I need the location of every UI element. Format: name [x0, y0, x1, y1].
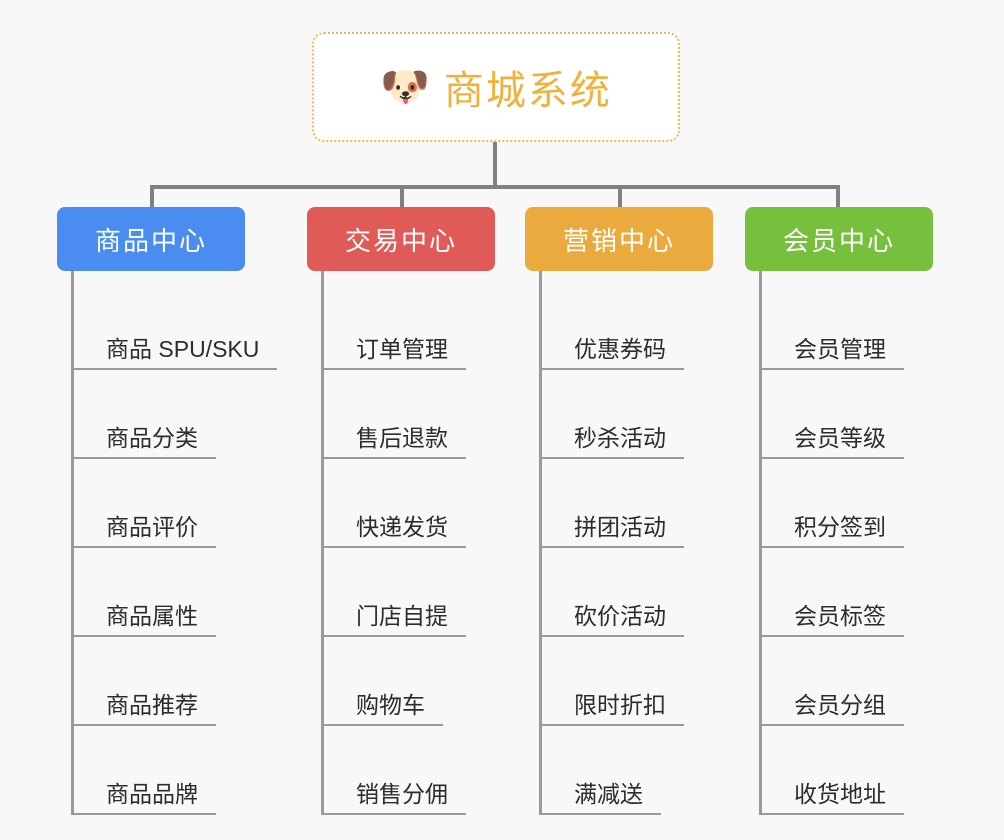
list-item[interactable]: 商品 SPU/SKU [74, 281, 278, 370]
leaf-list-trade: 订单管理 售后退款 快递发货 门店自提 购物车 销售分佣 [321, 271, 495, 815]
leaf-label: 门店自提 [324, 603, 466, 637]
list-item[interactable]: 拼团活动 [542, 459, 713, 548]
list-item[interactable]: 门店自提 [324, 548, 495, 637]
connector-drop-1 [150, 185, 154, 207]
list-item[interactable]: 售后退款 [324, 370, 495, 459]
leaf-label: 商品 SPU/SKU [74, 336, 278, 370]
list-item[interactable]: 会员标签 [762, 548, 933, 637]
category-header-label: 商品中心 [94, 225, 207, 256]
list-item[interactable]: 商品属性 [74, 548, 245, 637]
list-item[interactable]: 订单管理 [324, 281, 495, 370]
category-header-label: 营销中心 [562, 225, 675, 256]
leaf-label: 快递发货 [324, 514, 466, 548]
list-item[interactable]: 优惠券码 [542, 281, 713, 370]
list-item[interactable]: 快递发货 [324, 459, 495, 548]
category-header-marketing[interactable]: 营销中心 [525, 207, 713, 271]
connector-drop-4 [836, 185, 840, 207]
leaf-label: 限时折扣 [542, 692, 684, 726]
leaf-label: 订单管理 [324, 336, 466, 370]
leaf-list-member: 会员管理 会员等级 积分签到 会员标签 会员分组 收货地址 [759, 271, 933, 815]
leaf-label: 收货地址 [762, 781, 904, 815]
list-item[interactable]: 购物车 [324, 637, 495, 726]
leaf-label: 满减送 [542, 781, 661, 815]
root-node-title: 商城系统 [443, 69, 612, 113]
list-item[interactable]: 收货地址 [762, 726, 933, 815]
leaf-label: 会员标签 [762, 603, 904, 637]
category-column-trade: 交易中心 订单管理 售后退款 快递发货 门店自提 购物车 销售分佣 [307, 207, 495, 815]
connector-root-stem [493, 142, 497, 187]
list-item[interactable]: 积分签到 [762, 459, 933, 548]
list-item[interactable]: 限时折扣 [542, 637, 713, 726]
list-item[interactable]: 满减送 [542, 726, 713, 815]
category-header-label: 交易中心 [344, 225, 457, 256]
category-column-marketing: 营销中心 优惠券码 秒杀活动 拼团活动 砍价活动 限时折扣 满减送 [525, 207, 713, 815]
list-item[interactable]: 会员管理 [762, 281, 933, 370]
leaf-label: 会员等级 [762, 425, 904, 459]
leaf-label: 商品推荐 [74, 692, 216, 726]
root-node-mall-system[interactable]: 🐶 商城系统 [312, 32, 680, 142]
leaf-label: 秒杀活动 [542, 425, 684, 459]
category-column-member: 会员中心 会员管理 会员等级 积分签到 会员标签 会员分组 收货地址 [745, 207, 933, 815]
leaf-label: 商品分类 [74, 425, 216, 459]
leaf-label: 拼团活动 [542, 514, 684, 548]
leaf-label: 商品评价 [74, 514, 216, 548]
list-item[interactable]: 会员分组 [762, 637, 933, 726]
leaf-list-product: 商品 SPU/SKU 商品分类 商品评价 商品属性 商品推荐 商品品牌 [71, 271, 278, 815]
list-item[interactable]: 商品评价 [74, 459, 245, 548]
leaf-list-marketing: 优惠券码 秒杀活动 拼团活动 砍价活动 限时折扣 满减送 [539, 271, 713, 815]
leaf-label: 优惠券码 [542, 336, 684, 370]
category-header-member[interactable]: 会员中心 [745, 207, 933, 271]
list-item[interactable]: 会员等级 [762, 370, 933, 459]
category-column-product: 商品中心 商品 SPU/SKU 商品分类 商品评价 商品属性 商品推荐 商品品牌 [57, 207, 278, 815]
leaf-label: 积分签到 [762, 514, 904, 548]
connector-drop-3 [618, 185, 622, 207]
leaf-label: 砍价活动 [542, 603, 684, 637]
leaf-label: 会员管理 [762, 336, 904, 370]
list-item[interactable]: 销售分佣 [324, 726, 495, 815]
list-item[interactable]: 砍价活动 [542, 548, 713, 637]
connector-drop-2 [400, 185, 404, 207]
category-header-label: 会员中心 [782, 225, 895, 256]
leaf-label: 会员分组 [762, 692, 904, 726]
category-header-trade[interactable]: 交易中心 [307, 207, 495, 271]
list-item[interactable]: 商品推荐 [74, 637, 245, 726]
dog-face-icon: 🐶 [380, 65, 430, 109]
leaf-label: 销售分佣 [324, 781, 466, 815]
list-item[interactable]: 商品品牌 [74, 726, 245, 815]
category-header-product[interactable]: 商品中心 [57, 207, 245, 271]
list-item[interactable]: 商品分类 [74, 370, 245, 459]
leaf-label: 购物车 [324, 692, 443, 726]
connector-horizontal-bus [150, 185, 840, 189]
leaf-label: 商品品牌 [74, 781, 216, 815]
leaf-label: 售后退款 [324, 425, 466, 459]
leaf-label: 商品属性 [74, 603, 216, 637]
list-item[interactable]: 秒杀活动 [542, 370, 713, 459]
